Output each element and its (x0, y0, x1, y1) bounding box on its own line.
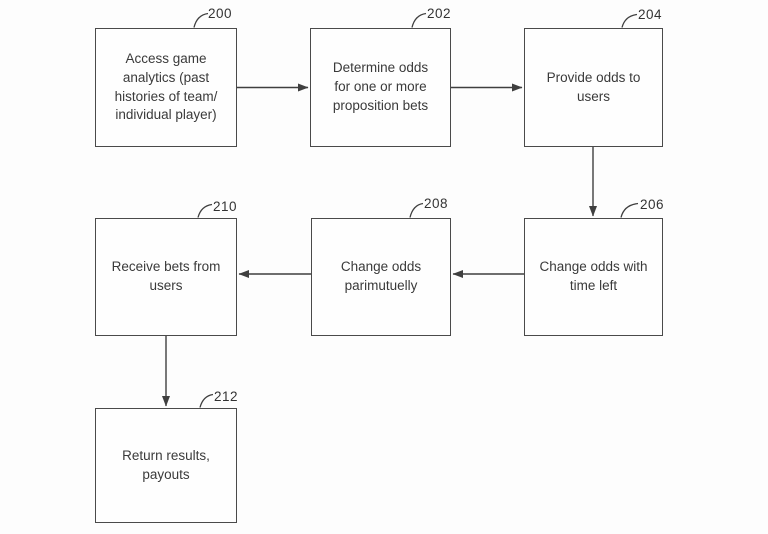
ref-label-210: 210 (213, 199, 238, 214)
flowchart-box-200: Access game analytics (past histories of… (95, 28, 237, 147)
leader-200 (193, 12, 209, 28)
leader-212 (199, 393, 214, 408)
box-label-208: Change odds parimutuelly (340, 259, 422, 293)
ref-label-212: 212 (214, 389, 239, 404)
flowchart-box-202: Determine odds for one or more propositi… (310, 28, 451, 147)
leader-210 (197, 203, 213, 218)
box-label-212: Return results, payouts (122, 447, 210, 482)
ref-label-208: 208 (424, 196, 449, 211)
ref-label-206: 206 (640, 197, 665, 212)
ref-label-202: 202 (427, 6, 452, 21)
flowchart-box-206: Change odds with time left (524, 218, 663, 336)
leader-206 (620, 202, 639, 218)
box-label-200: Access game analytics (past histories of… (114, 50, 218, 123)
box-label-202: Determine odds for one or more propositi… (332, 60, 429, 113)
ref-label-204: 204 (638, 7, 663, 22)
leader-204 (621, 13, 638, 28)
flowchart-box-204: Provide odds to users (524, 28, 663, 147)
leader-202 (411, 12, 427, 28)
flowchart-box-210: Receive bets from users (95, 218, 237, 336)
leader-208 (409, 202, 424, 218)
flowchart-box-212: Return results, payouts (95, 408, 237, 523)
ref-label-200: 200 (208, 6, 233, 21)
box-label-204: Provide odds to users (546, 69, 641, 104)
flowchart-box-208: Change odds parimutuelly (311, 218, 451, 336)
box-label-210: Receive bets from users (111, 259, 221, 293)
box-label-206: Change odds with time left (539, 259, 648, 293)
